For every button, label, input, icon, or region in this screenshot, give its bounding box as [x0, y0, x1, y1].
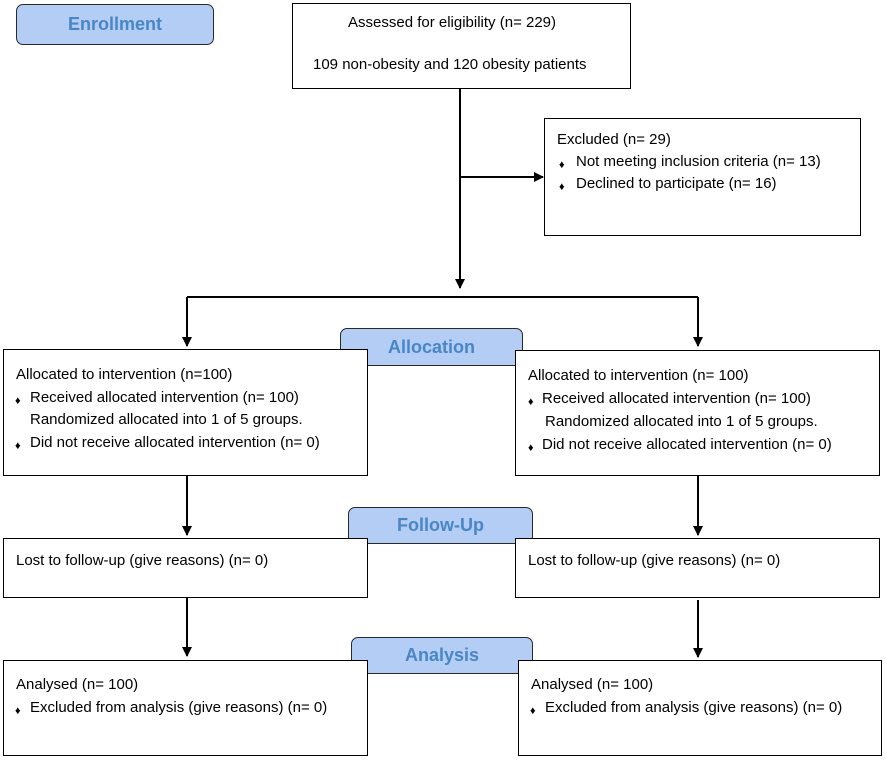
analysis-right-title: Analysed (n= 100) [531, 676, 654, 693]
stage-analysis: Analysis [351, 637, 533, 674]
allocation-right-box: Allocated to intervention (n= 100) ♦ Rec… [515, 350, 880, 476]
allocation-right-randomized: Randomized allocated into 1 of 5 groups. [545, 413, 818, 430]
bullet-icon: ♦ [15, 440, 21, 452]
allocation-left-title: Allocated to intervention (n=100) [16, 366, 233, 383]
allocation-left-received: Received allocated intervention (n= 100) [30, 389, 299, 406]
analysis-left-excluded: Excluded from analysis (give reasons) (n… [30, 699, 328, 716]
bullet-icon: ♦ [528, 442, 534, 454]
excluded-item-inclusion: Not meeting inclusion criteria (n= 13) [576, 153, 821, 170]
allocation-right-received: Received allocated intervention (n= 100) [542, 390, 811, 407]
eligibility-cohort: 109 non-obesity and 120 obesity patients [313, 56, 587, 73]
followup-right-text: Lost to follow-up (give reasons) (n= 0) [528, 552, 781, 569]
excluded-box: Excluded (n= 29) ♦ Not meeting inclusion… [544, 118, 861, 236]
bullet-icon: ♦ [15, 705, 21, 717]
bullet-icon: ♦ [559, 181, 565, 193]
eligibility-box: Assessed for eligibility (n= 229) 109 no… [292, 3, 631, 89]
bullet-icon: ♦ [559, 159, 565, 171]
stage-enrollment: Enrollment [16, 4, 214, 45]
allocation-right-title: Allocated to intervention (n= 100) [528, 367, 749, 384]
allocation-left-not-received: Did not receive allocated intervention (… [30, 434, 320, 451]
stage-followup: Follow-Up [348, 507, 533, 544]
stage-allocation: Allocation [340, 328, 523, 366]
followup-left-box: Lost to follow-up (give reasons) (n= 0) [3, 538, 368, 598]
analysis-left-box: Analysed (n= 100) ♦ Excluded from analys… [3, 660, 368, 756]
excluded-item-declined: Declined to participate (n= 16) [576, 175, 777, 192]
allocation-left-box: Allocated to intervention (n=100) ♦ Rece… [3, 349, 368, 476]
allocation-left-randomized: Randomized allocated into 1 of 5 groups. [30, 411, 303, 428]
bullet-icon: ♦ [528, 396, 534, 408]
eligibility-assessed: Assessed for eligibility (n= 229) [348, 14, 557, 31]
followup-left-text: Lost to follow-up (give reasons) (n= 0) [16, 552, 269, 569]
excluded-title: Excluded (n= 29) [557, 131, 671, 148]
bullet-icon: ♦ [530, 705, 536, 717]
analysis-left-title: Analysed (n= 100) [16, 676, 139, 693]
bullet-icon: ♦ [15, 395, 21, 407]
analysis-right-box: Analysed (n= 100) ♦ Excluded from analys… [518, 660, 882, 756]
analysis-right-excluded: Excluded from analysis (give reasons) (n… [545, 699, 843, 716]
followup-right-box: Lost to follow-up (give reasons) (n= 0) [515, 538, 880, 598]
allocation-right-not-received: Did not receive allocated intervention (… [542, 436, 832, 453]
